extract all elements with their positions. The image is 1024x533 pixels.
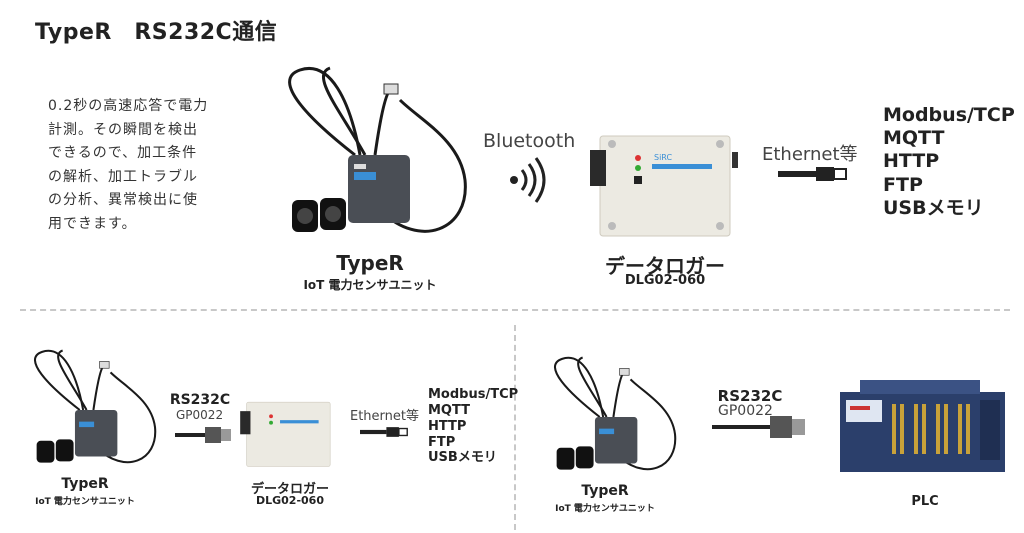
rs232c-cable-icon: [712, 416, 805, 438]
sensor-image: [288, 66, 467, 233]
protocol-item: Modbus/TCP: [883, 104, 1015, 126]
protocol-item: MQTT: [428, 402, 471, 418]
sensor-subtitle: IoT 電力センサユニット: [35, 497, 135, 507]
description-line: できるので、加工条件: [48, 145, 198, 161]
logger-name: データロガー: [605, 254, 725, 278]
horizontal-divider: [20, 309, 1010, 311]
protocol-item: MQTT: [883, 127, 945, 150]
description-line: の分析、異常検出に使: [48, 192, 198, 208]
logger-model: DLG02-060: [255, 494, 324, 507]
logger-model: DLG02-060: [624, 273, 706, 288]
logger-name: データロガー: [250, 482, 329, 497]
rs232c-label: RS232C: [169, 392, 231, 408]
sensor-subtitle: IoT 電力センサユニット: [303, 278, 437, 292]
ethernet-label: Ethernet等: [762, 144, 858, 165]
description-line: 0.2秒の高速応答で電力: [48, 98, 209, 114]
rs232c-cable-icon: [175, 427, 231, 443]
sensor-name: TypeR: [581, 483, 629, 499]
bluetooth-label: Bluetooth: [483, 130, 576, 152]
protocol-item: Modbus/TCP: [428, 387, 519, 402]
protocol-item: USBメモリ: [428, 450, 497, 466]
description: 0.2秒の高速応答で電力 計測。その瞬間を検出 できるので、加工条件 の解析、加…: [48, 95, 253, 236]
protocol-list: Modbus/TCP MQTT HTTP FTP USBメモリ: [883, 104, 1015, 220]
brand-label: SiRC: [654, 153, 672, 162]
wireless-icon: [510, 157, 546, 203]
ethernet-cable-icon: [360, 427, 408, 437]
vertical-divider: [514, 325, 516, 530]
gp-model-label: GP0022: [718, 403, 773, 419]
ethernet-label: Ethernet等: [350, 409, 419, 424]
sensor-image-small: [34, 349, 157, 464]
sensor-name: TypeR: [61, 476, 109, 492]
protocol-item: HTTP: [883, 150, 940, 173]
description-line: 用できます。: [48, 215, 137, 232]
rs232c-label: RS232C: [717, 387, 783, 405]
sensor-subtitle: IoT 電力センサユニット: [555, 504, 655, 514]
protocol-list: Modbus/TCP MQTT HTTP FTP USBメモリ: [428, 387, 518, 466]
protocol-item: FTP: [428, 434, 456, 450]
sensor-image-small: [554, 356, 677, 471]
data-logger-image: SiRC: [590, 135, 738, 237]
page-title: TypeR RS232C通信: [35, 20, 278, 45]
protocol-item: FTP: [883, 173, 923, 196]
gp-model-label: GP0022: [176, 408, 224, 422]
protocol-item: USBメモリ: [883, 196, 984, 219]
description-line: の解析、加工トラブル: [48, 168, 198, 185]
description-line: 計測。その瞬間を検出: [48, 121, 198, 138]
plc-image: [840, 380, 1005, 472]
data-logger-image-small: [240, 401, 331, 467]
plc-label: PLC: [911, 494, 939, 509]
protocol-item: HTTP: [428, 418, 467, 434]
ethernet-cable-icon: [778, 167, 847, 181]
sensor-name: TypeR: [336, 251, 404, 275]
